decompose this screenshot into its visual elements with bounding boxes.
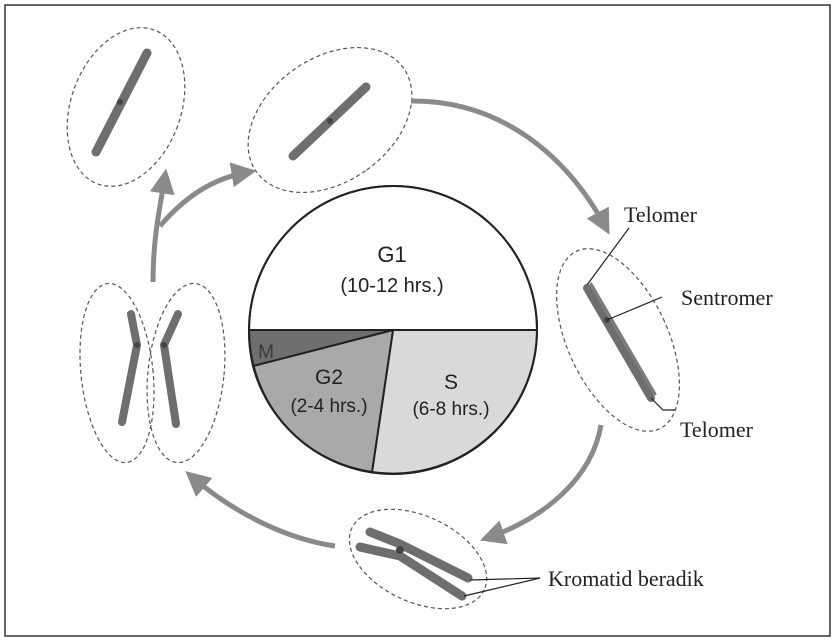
label-kromatid: Kromatid beradik: [548, 566, 704, 591]
centromere: [327, 118, 333, 124]
cell-cycle-pie: G1 (10-12 hrs.) S (6-8 hrs.) G2 (2-4 hrs…: [249, 186, 537, 474]
phase-g1-name: G1: [377, 242, 406, 267]
phase-g2-name: G2: [315, 366, 343, 389]
phase-s-name: S: [444, 371, 458, 394]
phase-g1-duration: (10-12 hrs.): [340, 275, 443, 297]
label-telomer-top: Telomer: [624, 202, 698, 227]
phase-s-duration: (6-8 hrs.): [412, 399, 489, 420]
label-sentromer: Sentromer: [681, 285, 773, 310]
label-telomer-bottom: Telomer: [680, 417, 754, 442]
centromere: [396, 546, 404, 554]
centromere: [161, 342, 167, 348]
centromere: [117, 99, 123, 105]
phase-m-name: M: [258, 342, 274, 363]
centromere: [134, 342, 140, 348]
phase-g2-duration: (2-4 hrs.): [290, 396, 367, 417]
